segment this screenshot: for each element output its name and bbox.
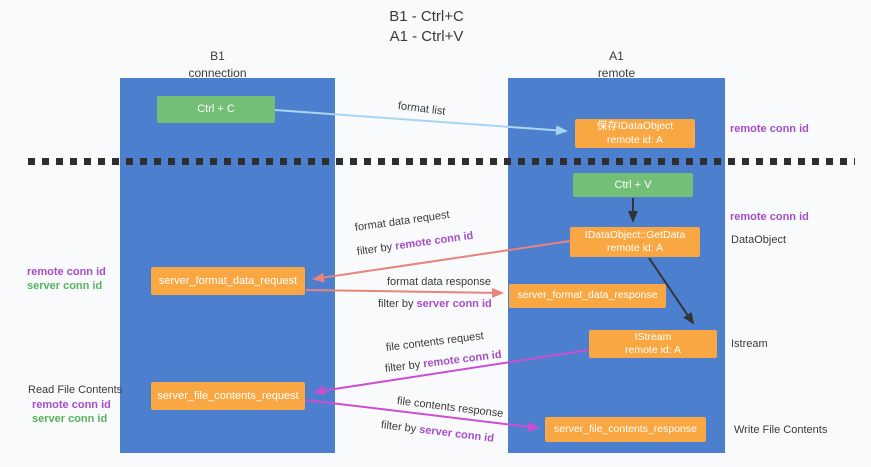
server-format-data-request-label: server_format_data_request <box>158 274 298 287</box>
server-conn-id-text: server conn id <box>418 423 495 445</box>
filter-by-remote-conn-id-label-1: filter by remote conn id <box>356 230 474 258</box>
right-column-role: remote <box>597 65 636 80</box>
filter-by-text: filter by <box>378 298 414 310</box>
remote-conn-id-annotation-mid-right: remote conn id <box>730 211 809 223</box>
write-file-contents-annotation: Write File Contents <box>734 424 828 436</box>
file-contents-request-label: file contents request <box>385 330 485 354</box>
format-data-request-label: format data request <box>354 208 451 234</box>
ctrl-v-label: Ctrl + V <box>614 178 652 191</box>
title-line-2: A1 - Ctrl+V <box>389 28 464 46</box>
idataobject-getdata-box: IDataObject::GetData remote id: A <box>570 227 700 257</box>
server-file-contents-request-box: server_file_contents_request <box>151 382 305 410</box>
remote-conn-id-annotation-bottom-left: remote conn id <box>32 399 111 411</box>
filter-by-text: filter by <box>380 419 417 436</box>
format-data-response-arrow <box>305 287 504 298</box>
istream-line1: IStream <box>634 330 672 343</box>
save-idataobject-box: 保存IDataObject remote id: A <box>575 119 695 148</box>
title-line-1: B1 - Ctrl+C <box>389 8 464 25</box>
istream-box: IStream remote id: A <box>589 330 717 358</box>
server-conn-id-annotation-mid-left: server conn id <box>27 280 103 292</box>
istream-line2: remote id: A <box>624 344 682 356</box>
server-file-contents-response-box: server_file_contents_response <box>545 417 706 442</box>
filter-by-remote-conn-id-label-2: filter by remote conn id <box>384 349 502 375</box>
filter-by-text: filter by <box>384 358 421 375</box>
server-conn-id-text: server conn id <box>416 298 492 310</box>
server-file-contents-request-label: server_file_contents_request <box>157 389 299 402</box>
right-column-name: A1 <box>609 49 624 63</box>
remote-conn-id-annotation-mid-left: remote conn id <box>27 266 106 278</box>
save-idataobject-line2: remote id: A <box>606 133 664 146</box>
server-format-data-response-box: server_format_data_response <box>509 284 666 308</box>
filter-by-server-conn-id-label-1: filter by server conn id <box>378 298 492 310</box>
remote-conn-id-annotation-top-right: remote conn id <box>730 123 809 135</box>
ctrl-c-box: Ctrl + C <box>157 96 275 123</box>
read-file-contents-annotation: Read File Contents <box>28 384 123 396</box>
istream-annotation: Istream <box>731 338 768 350</box>
diagram-title: B1 - Ctrl+C A1 - Ctrl+V <box>0 7 853 48</box>
server-conn-id-annotation-bottom-left: server conn id <box>32 413 108 425</box>
left-column-header: B1 connection <box>120 48 315 82</box>
format-list-label: format list <box>397 100 447 118</box>
getdata-line1: IDataObject::GetData <box>584 228 686 241</box>
filter-by-text: filter by <box>356 241 393 258</box>
dashed-separator-line <box>28 158 855 165</box>
getdata-line2: remote id: A <box>606 242 664 254</box>
left-column-name: B1 <box>210 49 225 63</box>
file-contents-response-label: file contents response <box>396 395 504 420</box>
ctrl-v-box: Ctrl + V <box>573 173 693 197</box>
left-column-role: connection <box>188 65 247 80</box>
server-file-contents-response-label: server_file_contents_response <box>553 422 697 435</box>
dataobject-annotation: DataObject <box>731 234 787 246</box>
format-data-response-label: format data response <box>387 276 491 288</box>
filter-by-server-conn-id-label-2: filter by server conn id <box>380 419 494 445</box>
server-format-data-request-box: server_format_data_request <box>151 267 305 295</box>
remote-conn-id-text: remote conn id <box>394 229 475 253</box>
server-format-data-response-label: server_format_data_response <box>517 289 658 302</box>
right-column-header: A1 remote <box>508 48 725 82</box>
ctrl-c-label: Ctrl + C <box>197 103 235 116</box>
remote-conn-id-text: remote conn id <box>422 348 503 371</box>
save-idataobject-line1: 保存IDataObject <box>596 120 674 133</box>
